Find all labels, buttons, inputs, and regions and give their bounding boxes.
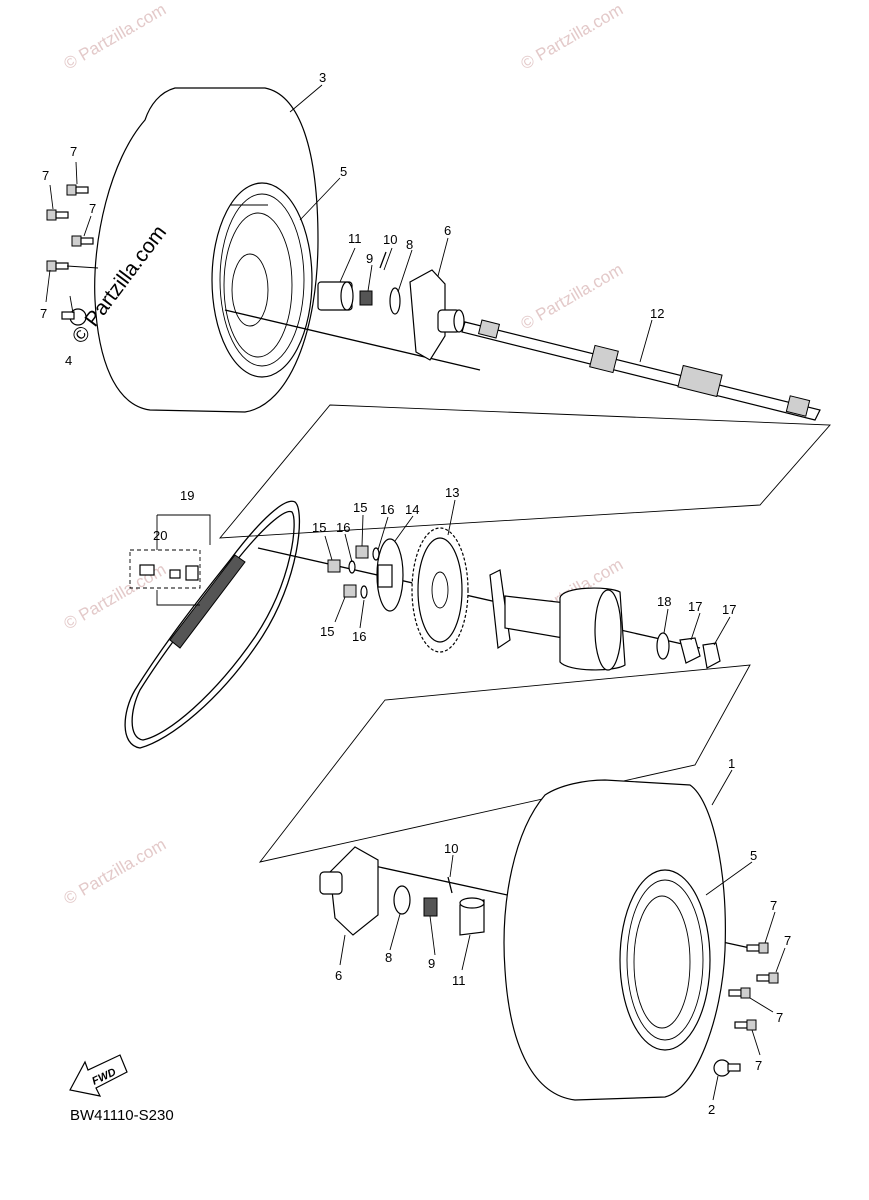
wheel-bolt — [756, 972, 779, 984]
callout: 7 — [784, 933, 791, 948]
callout: 7 — [776, 1010, 783, 1025]
callout: 14 — [405, 502, 419, 517]
fwd-arrow-icon: FWD — [69, 1054, 128, 1097]
pin-10-upper — [379, 251, 387, 269]
wheel-bolts-right — [713, 942, 779, 1077]
brake-disc-hub-18 — [489, 569, 626, 671]
callout: 15 — [320, 624, 334, 639]
washer-8-upper — [389, 287, 401, 315]
callout: 12 — [650, 306, 664, 321]
callout: 7 — [42, 168, 49, 183]
callout: 9 — [366, 251, 373, 266]
nut-9-lower — [423, 897, 438, 917]
callout: 18 — [657, 594, 671, 609]
rear-axle — [461, 319, 821, 421]
bolt-15 — [327, 559, 341, 573]
master-link-kit — [129, 514, 211, 606]
callout: 15 — [353, 500, 367, 515]
wheel-bolt — [46, 260, 69, 272]
callout-labels: 3 5 7 7 7 7 4 11 10 9 8 6 12 19 20 13 14… — [40, 70, 791, 1117]
watermark: © Partzilla.com — [518, 260, 627, 334]
callout: 10 — [444, 841, 458, 856]
washer-16 — [348, 560, 356, 574]
wheel-bolts-left — [46, 184, 94, 326]
callout: 17 — [688, 599, 702, 614]
callout: 7 — [70, 144, 77, 159]
callout: 16 — [352, 629, 366, 644]
callout: 15 — [312, 520, 326, 535]
watermark: © Partzilla.com — [61, 0, 170, 73]
valve-stem-right — [713, 1059, 741, 1077]
nut-17 — [702, 642, 721, 669]
nut-17 — [679, 637, 701, 664]
rear-wheel-left — [94, 87, 319, 413]
callout: 8 — [385, 950, 392, 965]
callout: 7 — [89, 201, 96, 216]
callout: 11 — [348, 231, 362, 246]
lower-hub-assembly — [319, 846, 751, 949]
nut-9-upper — [359, 290, 373, 306]
callout: 4 — [65, 353, 72, 368]
wheel-bolt — [71, 235, 94, 247]
leader-lines — [45, 84, 786, 1101]
bolt-15 — [355, 545, 369, 559]
drive-chain — [124, 500, 301, 749]
axle-nuts — [656, 632, 721, 669]
valve-stem-left — [61, 308, 87, 326]
upper-hub-assembly — [224, 251, 481, 371]
hub-6-lower — [329, 846, 379, 936]
callout: 5 — [750, 848, 757, 863]
callout: 13 — [445, 485, 459, 500]
callout: 6 — [335, 968, 342, 983]
bolt-15 — [343, 584, 357, 598]
rear-wheel-right — [503, 779, 726, 1101]
callout: 2 — [708, 1102, 715, 1117]
sprocket-hub-14 — [376, 538, 404, 612]
callout: 19 — [180, 488, 194, 503]
washer-8-lower — [393, 885, 411, 915]
sprocket-bolts — [327, 545, 380, 599]
wheel-bolt — [728, 987, 751, 999]
upper-assembly-outline — [218, 404, 831, 539]
callout: 17 — [722, 602, 736, 617]
wheel-bolt — [746, 942, 769, 954]
callout: 6 — [444, 223, 451, 238]
watermark: © Partzilla.com — [61, 835, 170, 909]
callout: 7 — [770, 898, 777, 913]
watermark: © Partzilla.com — [518, 0, 627, 73]
washer-16 — [360, 585, 368, 599]
wheel-rim-right — [619, 869, 711, 1051]
callout: 5 — [340, 164, 347, 179]
callout: 8 — [406, 237, 413, 252]
callout: 16 — [380, 502, 394, 517]
callout: 10 — [383, 232, 397, 247]
callout: 16 — [336, 520, 350, 535]
callout: 11 — [452, 973, 466, 988]
callout: 7 — [755, 1058, 762, 1073]
wheel-rim-left — [211, 182, 313, 378]
callout: 9 — [428, 956, 435, 971]
pin-10-lower — [447, 876, 453, 894]
callout: 7 — [40, 306, 47, 321]
diagram-code: BW41110-S230 — [70, 1107, 174, 1124]
washer-18 — [656, 632, 670, 660]
wheel-bolt — [734, 1019, 757, 1031]
wheel-bolt — [66, 184, 89, 196]
callout: 3 — [319, 70, 326, 85]
wheel-bolt — [46, 209, 69, 221]
sprocket-13 — [411, 527, 469, 653]
callout: 20 — [153, 528, 167, 543]
hub-6-upper — [409, 269, 446, 361]
callout: 1 — [728, 756, 735, 771]
